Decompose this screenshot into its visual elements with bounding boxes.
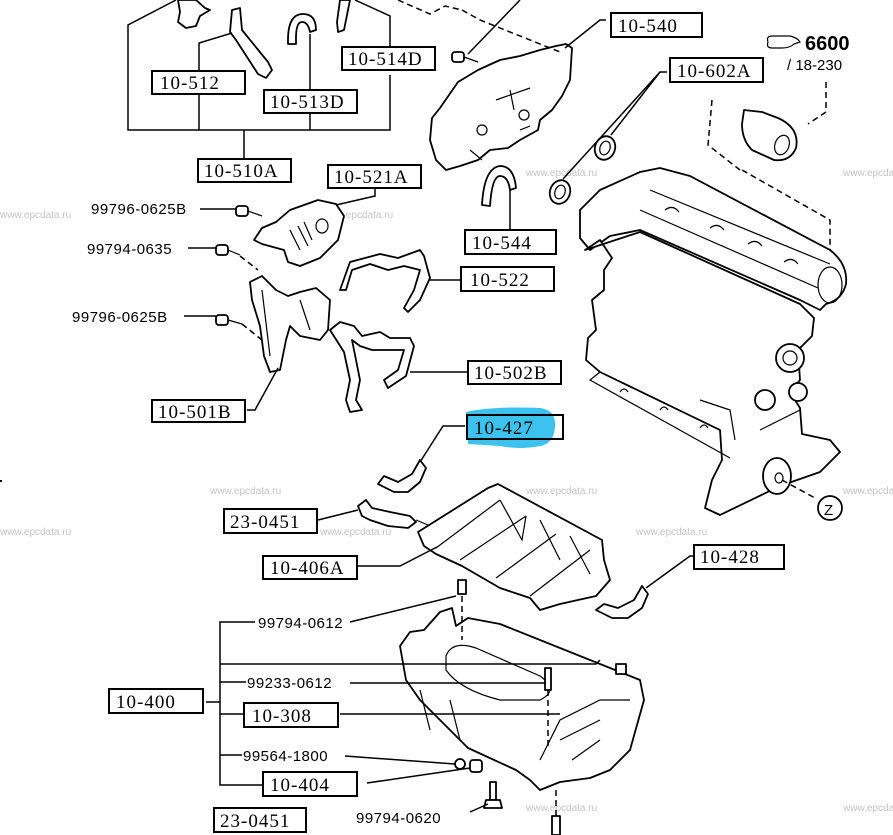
part-label-10-406A[interactable]: 10-406A [262, 555, 358, 580]
svg-text:10-522: 10-522 [470, 270, 530, 291]
part-labels: 10-512 10-513D 10-514D 10-510A 10-521A 1… [108, 12, 785, 833]
svg-text:10-544: 10-544 [472, 233, 532, 254]
svg-text:10-502B: 10-502B [474, 363, 548, 384]
part-label-10-540[interactable]: 10-540 [610, 12, 703, 38]
watermark: www.epcdata.ru [842, 168, 893, 179]
gasket-10-502B [329, 321, 468, 413]
stray-mark [0, 480, 2, 482]
watermark: www.epcdata.ru [0, 527, 71, 538]
watermark: www.epcdata.ru [525, 168, 597, 179]
svg-text:23-0451: 23-0451 [230, 512, 300, 533]
timing-belt-parts [177, 0, 351, 79]
watermark: www.epcdata.ru [842, 803, 893, 814]
bolt-label-99796-0625B[interactable]: 99796-0625B [72, 309, 168, 326]
part-label-10-404[interactable]: 10-404 [262, 771, 358, 797]
svg-text:10-540: 10-540 [618, 16, 678, 37]
gasket-10-428 [595, 555, 696, 619]
timing-cover-10-540 [429, 0, 606, 171]
part-label-23-0451[interactable]: 23-0451 [223, 508, 318, 534]
engine-block: Z [579, 167, 848, 521]
reference-number: 6600 [805, 33, 850, 55]
svg-text:10-400: 10-400 [116, 692, 176, 713]
pointing-hand-icon [766, 35, 801, 49]
svg-text:10-428: 10-428 [700, 547, 760, 568]
watermark: www.epcdata.ru [525, 486, 597, 497]
callout-circle [817, 495, 843, 521]
watermark: www.epcdata.ru [842, 486, 893, 497]
reference-sub: / 18-230 [787, 57, 842, 74]
watermark: www.epcdata.ru [635, 527, 707, 538]
svg-text:10-501B: 10-501B [158, 402, 232, 423]
svg-text:10-404: 10-404 [270, 775, 330, 796]
part-label-10-428[interactable]: 10-428 [693, 544, 785, 570]
svg-text:10-512: 10-512 [160, 73, 220, 94]
leader-lines-400 [206, 621, 350, 786]
svg-text:10-513D: 10-513D [270, 92, 345, 113]
svg-text:10-602A: 10-602A [677, 61, 752, 82]
watermark: www.epcdata.ru [0, 210, 71, 221]
gasket-10-522 [339, 249, 460, 313]
part-label-23-0451-bottom[interactable]: 23-0451 [213, 807, 307, 833]
sensor-23-0451 [317, 499, 441, 531]
part-label-10-427[interactable]: 10-427 [466, 407, 564, 449]
svg-text:23-0451: 23-0451 [220, 811, 290, 832]
bolt-label-99796-0625B[interactable]: 99796-0625B [91, 201, 187, 218]
bolts-left [184, 205, 263, 341]
svg-text:10-427: 10-427 [474, 418, 534, 439]
part-label-10-602A[interactable]: 10-602A [669, 57, 764, 83]
svg-text:10-521A: 10-521A [334, 167, 409, 188]
callout-circle-label: Z [824, 502, 833, 519]
gasket-10-427 [377, 425, 465, 493]
part-label-10-308[interactable]: 10-308 [243, 702, 339, 728]
bolt-labels: 99796-0625B 99794-0635 99796-0625B 99794… [72, 201, 441, 827]
seals-10-602A [548, 71, 667, 205]
bolt-label-99794-0635[interactable]: 99794-0635 [87, 241, 172, 258]
part-shape [336, 0, 351, 33]
part-label-10-501B[interactable]: 10-501B [151, 399, 246, 423]
part-label-10-510A[interactable]: 10-510A [197, 158, 292, 183]
part-shape [287, 13, 317, 45]
bolt-label-99233-0612[interactable]: 99233-0612 [247, 675, 332, 692]
svg-text:10-514D: 10-514D [348, 49, 423, 70]
watermark: www.epcdata.ru [525, 803, 597, 814]
leader-lines-510 [127, 0, 463, 158]
svg-text:10-510A: 10-510A [204, 161, 279, 182]
baffle-10-406A [358, 483, 611, 611]
part-label-10-544[interactable]: 10-544 [464, 229, 557, 255]
svg-text:10-308: 10-308 [252, 706, 312, 727]
upper-cover-10-521A [253, 188, 376, 267]
part-label-10-522[interactable]: 10-522 [460, 266, 555, 292]
watermark: www.epcdata.ru [321, 210, 393, 221]
part-shape [229, 7, 273, 79]
part-label-10-521A[interactable]: 10-521A [327, 164, 422, 189]
svg-text:10-406A: 10-406A [270, 558, 345, 579]
part-label-10-502B[interactable]: 10-502B [467, 360, 562, 385]
part-label-10-514D[interactable]: 10-514D [341, 46, 436, 71]
part-label-10-512[interactable]: 10-512 [151, 70, 246, 95]
part-shape [177, 0, 211, 29]
oil-pan-10-400 [340, 579, 645, 835]
bolt-label-99794-0620[interactable]: 99794-0620 [356, 810, 441, 827]
bolt-label-99794-0612[interactable]: 99794-0612 [258, 615, 343, 632]
hose-10-544 [481, 165, 517, 230]
part-label-10-400[interactable]: 10-400 [108, 688, 204, 714]
watermark: www.epcdata.ru [209, 486, 281, 497]
watermark: www.epcdata.ru [319, 527, 391, 538]
part-label-10-513D[interactable]: 10-513D [263, 89, 358, 114]
bolt-label-99564-1800[interactable]: 99564-1800 [243, 748, 328, 765]
highlight-marker [466, 407, 556, 448]
lower-cover-10-501B [247, 275, 331, 411]
